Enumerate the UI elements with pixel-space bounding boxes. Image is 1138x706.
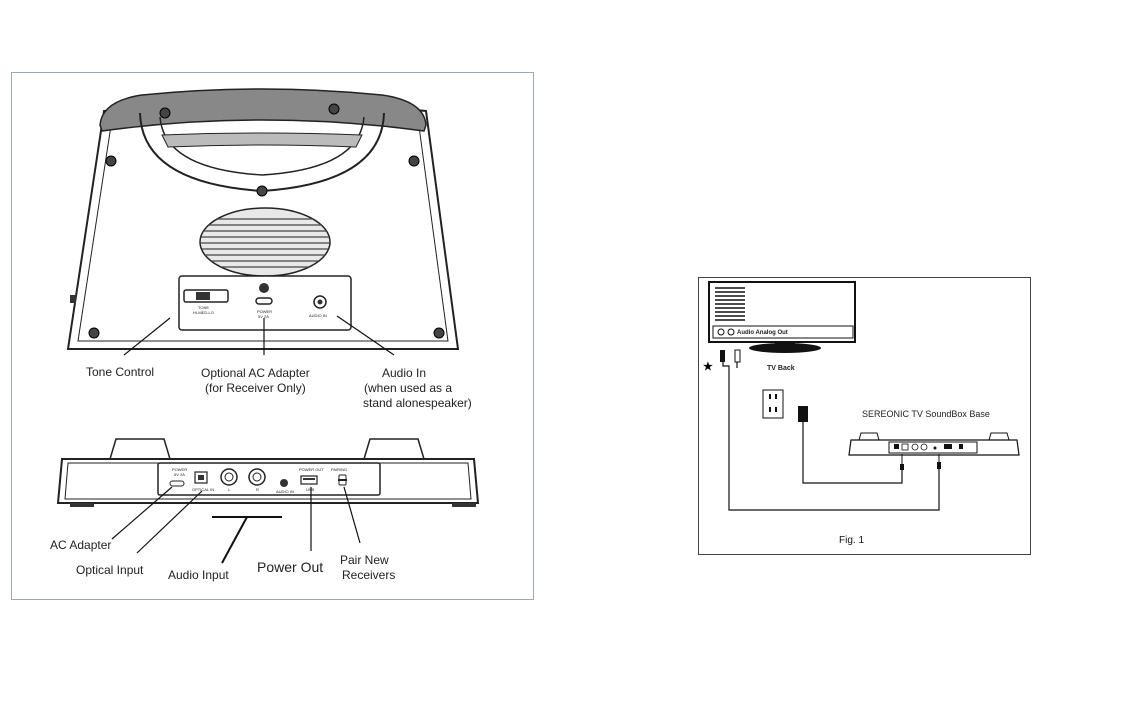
screw [328, 103, 340, 115]
screw [433, 327, 445, 339]
base-power-out-text: POWER OUT [299, 467, 324, 472]
base-optical-text: OPTICAL IN [192, 487, 214, 492]
tv-back-label: TV Back [767, 365, 795, 372]
left-figure: TONE HI-MED-LO POWER 5V 2A AUDIO IN Tone… [11, 72, 534, 600]
tone-control-label: Tone Control [86, 365, 154, 379]
audio-in-sub-label-2: stand alonespeaker) [363, 396, 472, 410]
audio-input-label: Audio Input [168, 568, 229, 582]
screw [256, 185, 268, 197]
ac-adapter-label: AC Adapter [50, 538, 111, 552]
base-audio-text: AUDIO IN [276, 489, 294, 494]
right-diagram: Audio Analog Out ★ TV Back SEREONIC TV S… [703, 281, 1020, 546]
power-sub: 5V 2A [258, 314, 269, 319]
top-callouts [123, 315, 395, 356]
base-usb-text: USB [306, 487, 315, 492]
pair-new-label: Pair New [340, 553, 389, 567]
screw [105, 155, 117, 167]
tv-port-strip [712, 325, 854, 339]
optional-ac-sub-label: (for Receiver Only) [205, 381, 306, 395]
screw [159, 107, 171, 119]
power-adapter [798, 406, 808, 422]
screw [408, 155, 420, 167]
speaker-grille [199, 207, 331, 277]
tv-port-1 [717, 328, 725, 336]
soundbox-base [848, 432, 1020, 456]
right-figure: Audio Analog Out ★ TV Back SEREONIC TV S… [698, 277, 1031, 555]
base-port-panel [157, 462, 381, 496]
base-unit: POWER 5V 2A OPTICAL IN L R AUDIO IN POWE… [56, 438, 480, 507]
tv-port-2 [727, 328, 735, 336]
base-audio-jack [280, 479, 288, 487]
base-pairing-text: PAIRING [331, 467, 347, 472]
handle-grip [161, 132, 363, 148]
grille-lines [201, 218, 329, 268]
tv-port-label: Audio Analog Out [737, 330, 788, 336]
screw [88, 327, 100, 339]
tv: Audio Analog Out [708, 281, 856, 353]
audio-in-text: AUDIO IN [309, 313, 327, 318]
star-marker: ★ [703, 361, 713, 373]
speaker-back: TONE HI-MED-LO POWER 5V 2A AUDIO IN [66, 88, 460, 350]
tv-vents [715, 287, 745, 321]
soundbox-label: SEREONIC TV SoundBox Base [862, 409, 990, 419]
optical-input-label: Optical Input [76, 563, 144, 577]
audio-in-label: Audio In [382, 366, 426, 380]
power-dot [259, 283, 269, 293]
wall-outlet [762, 389, 784, 419]
cables [722, 362, 940, 511]
power-text: POWER [257, 309, 272, 314]
tone-text: TONE [198, 305, 209, 310]
plug-2 [734, 349, 741, 363]
tv-stand [749, 343, 821, 353]
tone-sub: HI-MED-LO [193, 310, 214, 315]
base-power-sub: 5V 2A [174, 472, 185, 477]
audio-in-sub-label-1: (when used as a [364, 381, 452, 395]
power-out-label: Power Out [257, 559, 323, 575]
svg-text:R: R [256, 487, 259, 492]
receivers-label: Receivers [342, 568, 395, 582]
base-power-text: POWER [172, 467, 187, 472]
plug-1 [720, 350, 725, 362]
handle-outer [99, 88, 427, 132]
svg-text:L: L [228, 487, 231, 492]
bottom-callouts [111, 486, 361, 564]
usb-c-port [255, 297, 273, 305]
figure-caption: Fig. 1 [839, 535, 864, 546]
optional-ac-label: Optional AC Adapter [201, 366, 310, 380]
left-diagram: TONE HI-MED-LO POWER 5V 2A AUDIO IN Tone… [50, 88, 480, 582]
